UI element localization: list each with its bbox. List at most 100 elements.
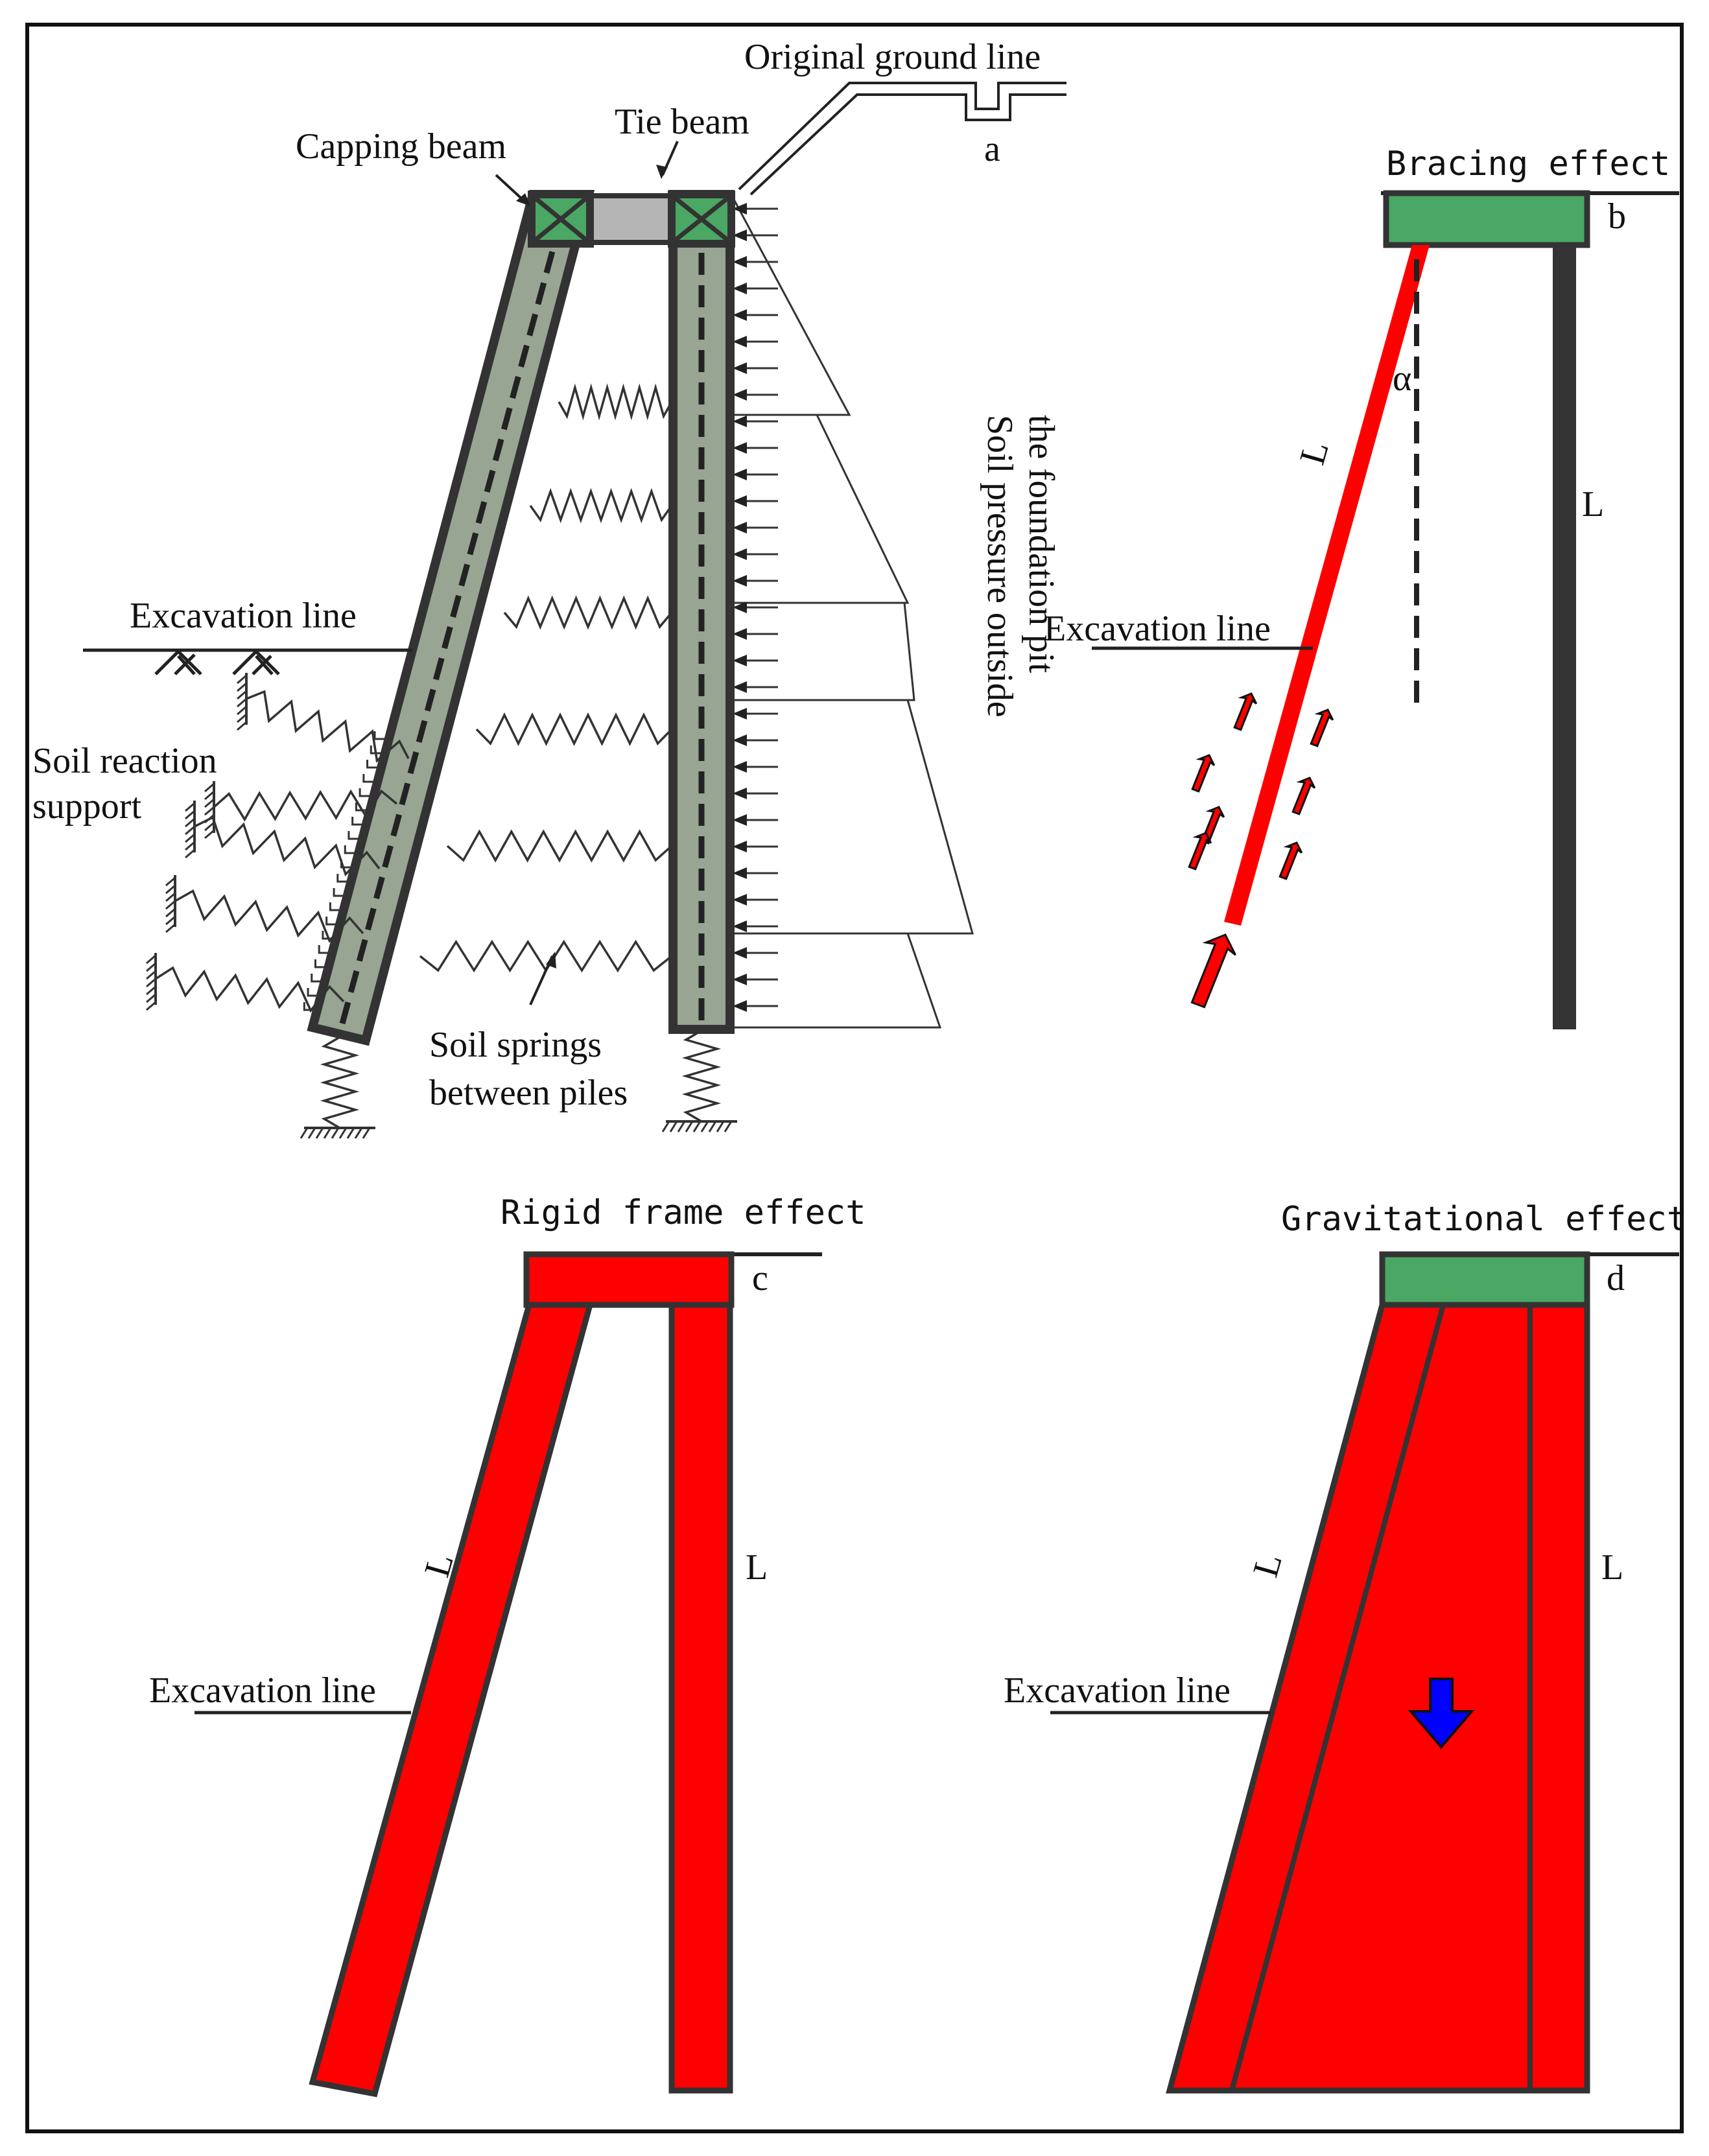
pressure-arrow-head [733,681,747,693]
excavation-ground-hatch [154,649,280,675]
spring-base-hatch [708,1121,717,1132]
spring-base-hatch [354,1127,363,1139]
soil-reaction-spring [213,789,398,822]
gravity-body [1166,1302,1590,2094]
soil-spring [529,487,673,524]
soil-contact-tick [307,988,323,997]
soil-contact-tick [329,902,345,911]
spring-anchor-hatch [146,993,156,1003]
panel-letter-a: a [984,129,1000,169]
spring-anchor-hatch [146,954,156,965]
spring-anchor-hatch [185,810,195,820]
pressure-arrow-head [733,203,747,215]
panel-c: Rigid frame effect c L L Excavation line [149,1193,866,2098]
spring-anchor-hatch [146,985,156,996]
pressure-arrow-head [733,362,747,374]
pressure-arrow-head [733,602,747,613]
pressure-arrow-head [733,336,747,347]
spring-base-hatch [346,1127,355,1139]
spring-anchor-hatch [165,892,176,902]
original-ground-line [738,82,1067,196]
spring-anchor-hatch [146,970,156,980]
soil-contact-tick [359,788,375,797]
spring-base-hatch [307,1127,316,1139]
soil-spring [475,712,673,746]
pressure-arrow-head [733,814,747,826]
pressure-arrow-head [733,655,747,666]
label-tie-beam: Tie beam [615,102,749,142]
spring-anchor-hatch [204,829,215,839]
soil-spring [419,939,673,973]
bracing-arrows [1188,692,1334,1009]
soil-contact-tick [336,874,352,883]
label-excavation-line-b: Excavation line [1044,609,1271,649]
soil-pressure-diagram [731,196,974,1029]
pressure-arrow-head [733,734,747,746]
gravity-arrow-icon [1408,1678,1475,1750]
title-rigid-frame-effect: Rigid frame effect [501,1193,866,1232]
spring-anchor-hatch [204,798,215,808]
label-soil-reaction-2: support [32,786,141,826]
soil-contact-tick [362,774,378,783]
panel-a: Original ground line Tie beam Capping be… [32,37,1067,1139]
vertical-pile-b [1553,245,1576,1029]
soil-contact-tick [366,760,382,769]
spring-anchor-hatch [185,802,195,812]
soil-spring [558,383,673,421]
label-soil-pressure-2: the foundation pit [1021,415,1061,674]
soil-reaction-spring [246,690,410,763]
soil-contact-tick [322,931,337,940]
spring-anchor-hatch [165,915,176,926]
spring-base-hatch [685,1121,694,1132]
rigid-frame-beam [523,1251,735,1308]
spring-anchor-hatch [237,721,247,731]
spring-anchor-hatch [146,978,156,988]
spring-anchor-hatch [204,782,215,793]
soil-contact-tick [344,845,360,854]
figure-border [25,23,1684,2133]
soil-reaction-spring [155,966,345,1013]
label-original-ground-line: Original ground line [744,37,1041,77]
inclined-pile-b [1224,245,1430,926]
title-gravitational-effect: Gravitational effect [1281,1200,1687,1239]
spring-anchor-hatch [165,908,176,918]
soil-contact-tick [351,817,367,826]
spring-anchor-hatch [165,900,176,910]
spring-anchor-hatch [185,849,195,859]
pressure-arrow-head [733,522,747,533]
pile-tip-springs [300,1029,737,1139]
spring-anchor-hatch [185,825,195,836]
pressure-arrow-head [733,894,747,906]
label-L-vertical-d: L [1601,1547,1623,1588]
spring-anchor-hatch [146,962,156,972]
label-excavation-line-c: Excavation line [149,1670,376,1711]
spring-base-hatch [700,1121,709,1132]
spring-base-hatch [669,1121,678,1132]
pressure-arrow-head [733,229,747,241]
spring-base-hatch [692,1121,701,1132]
pressure-arrow-head [733,788,747,799]
spring-anchor-hatch [165,876,176,887]
spring-anchor-hatch [165,884,176,895]
spring-anchor-hatch [237,682,247,692]
capping-beam-leader-arrowhead [516,193,530,206]
pressure-arrow-head [733,867,747,879]
panel-letter-b: b [1608,196,1626,237]
pressure-arrow-head [733,548,747,560]
spring-anchor-hatch [237,697,247,708]
inclined-pile-axis [337,219,564,1032]
spring-anchor-hatch [185,817,195,828]
spring-anchor-hatch [165,923,176,933]
inclined-pile-edge-d [1229,1304,1446,2092]
pressure-arrow-head [733,628,747,640]
label-soil-springs-1: Soil springs [429,1025,602,1065]
pressure-arrow-head [733,841,747,852]
pressure-arrow-head [733,389,747,401]
spring-anchor-hatch [237,713,247,723]
label-L-inclined-b: L [1292,437,1337,469]
spring-anchor-hatch [204,790,215,801]
panel-letter-c: c [752,1258,768,1298]
soil-contact-tick [370,745,386,755]
spring-anchor-hatch [146,1001,156,1011]
spring-base-hatch [716,1121,725,1132]
